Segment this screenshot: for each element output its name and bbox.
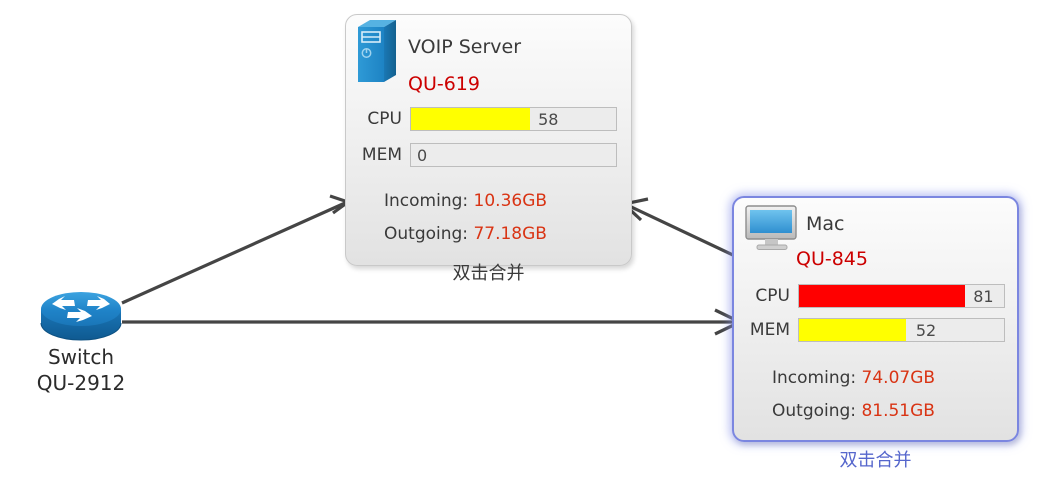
node-switch[interactable]: Switch QU-2912: [37, 287, 125, 395]
voip-id: QU-619: [408, 73, 480, 95]
mac-id: QU-845: [796, 248, 868, 270]
mac-outgoing-row: Outgoing: 81.51GB: [772, 401, 935, 421]
mac-mem-row: MEM 52: [744, 318, 1005, 342]
voip-mem-row: MEM 0: [356, 143, 617, 167]
voip-merge-caption[interactable]: 双击合并: [452, 263, 525, 284]
voip-cpu-bar: 58: [410, 107, 617, 131]
mac-incoming-value: 74.07GB: [861, 368, 936, 388]
mac-cpu-value: 81: [973, 287, 994, 306]
mac-cpu-fill: [799, 285, 966, 307]
voip-mem-label: MEM: [361, 145, 402, 165]
switch-name-label: Switch: [47, 345, 115, 369]
server-tower-icon: [358, 20, 396, 82]
mac-merge-caption[interactable]: 双击合并: [839, 450, 912, 471]
mac-outgoing-label: Outgoing:: [772, 401, 857, 421]
mac-mem-bar: 52: [798, 318, 1005, 342]
voip-mem-bar: 0: [410, 143, 617, 167]
mac-cpu-bar: 81: [798, 284, 1005, 308]
mac-mem-value: 52: [915, 321, 937, 340]
voip-incoming-row: Incoming: 10.36GB: [384, 191, 547, 211]
switch-icon: [40, 292, 122, 341]
monitor-icon: [745, 205, 797, 250]
voip-cpu-label: CPU: [367, 109, 402, 129]
voip-title: VOIP Server: [408, 36, 522, 58]
voip-outgoing-label: Outgoing:: [384, 224, 469, 244]
voip-incoming-value: 10.36GB: [473, 191, 548, 211]
mac-incoming-row: Incoming: 74.07GB: [772, 368, 935, 388]
mac-mem-fill: [799, 319, 906, 341]
mac-incoming-label: Incoming:: [772, 368, 857, 388]
node-mac[interactable]: Mac QU-845 CPU 81 MEM 52 Incoming: 74.07…: [732, 196, 1019, 442]
mac-title: Mac: [806, 213, 845, 235]
mac-cpu-label: CPU: [755, 286, 790, 306]
voip-cpu-value: 58: [538, 110, 559, 129]
voip-cpu-row: CPU 58: [356, 107, 617, 131]
voip-cpu-fill: [411, 108, 530, 130]
node-voip-server[interactable]: VOIP Server QU-619 CPU 58 MEM 0 Incoming…: [345, 14, 632, 266]
voip-outgoing-row: Outgoing: 77.18GB: [384, 224, 547, 244]
mac-cpu-row: CPU 81: [744, 284, 1005, 308]
edge-mac-to-voip-server[interactable]: [620, 197, 736, 258]
voip-outgoing-value: 77.18GB: [473, 224, 547, 244]
edge-switch-to-voip-server[interactable]: [121, 194, 352, 305]
mac-outgoing-value: 81.51GB: [861, 401, 935, 421]
voip-mem-value: 0: [417, 146, 428, 165]
voip-incoming-label: Incoming:: [384, 191, 469, 211]
mac-mem-label: MEM: [749, 320, 790, 340]
edge-switch-to-mac[interactable]: [122, 308, 744, 336]
switch-id-label: QU-2912: [36, 371, 126, 395]
